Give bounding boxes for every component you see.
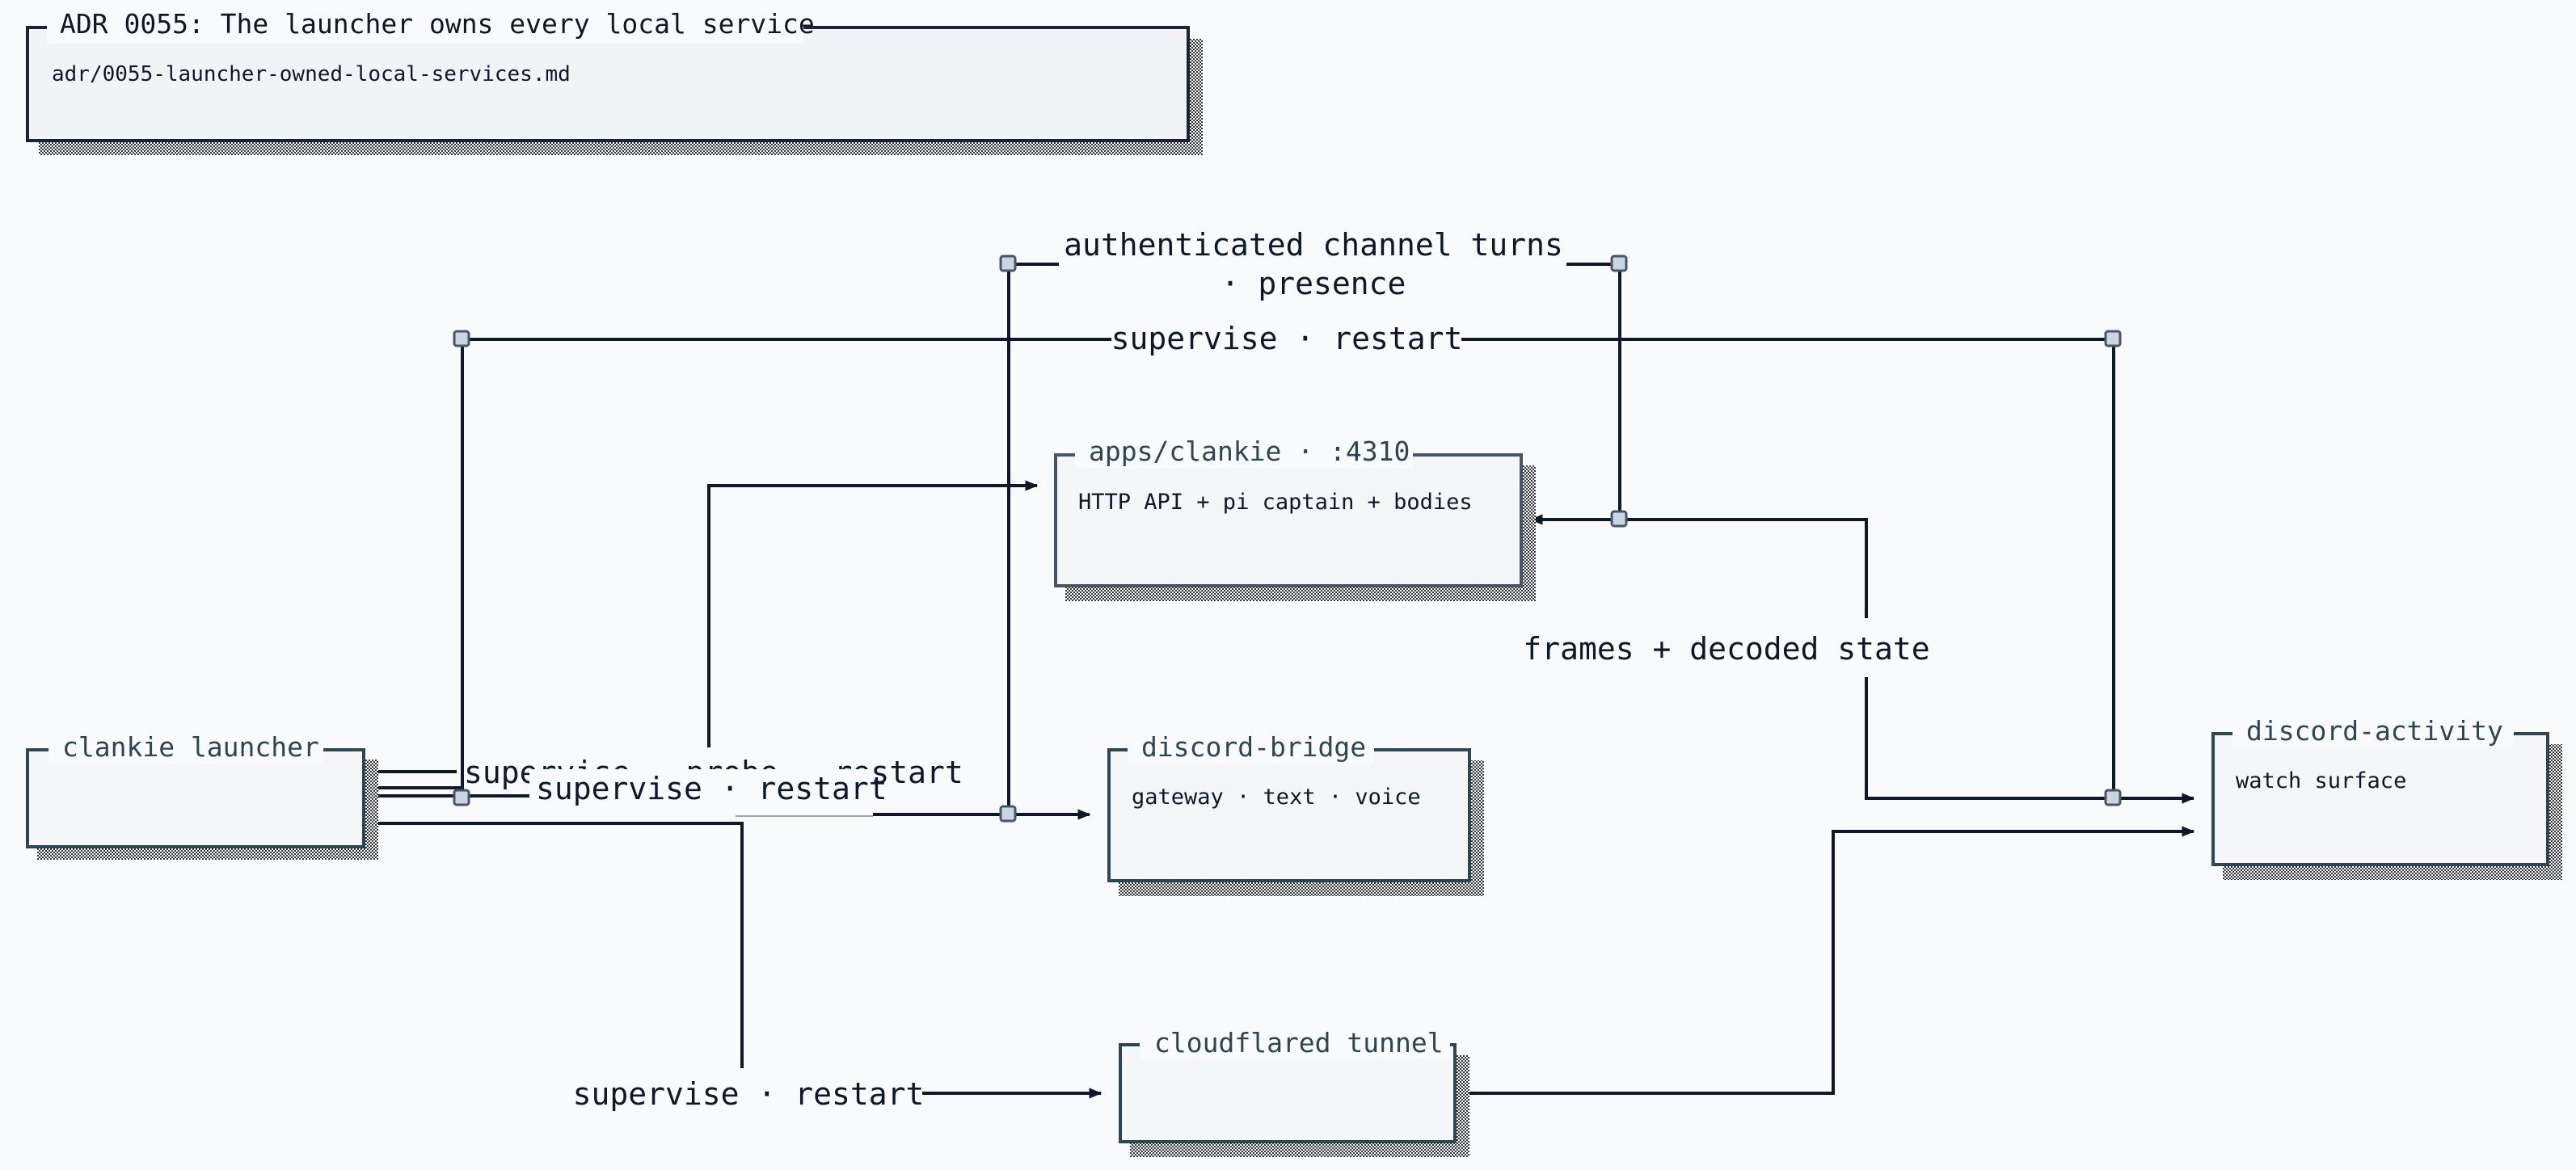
clankie-body: HTTP API + pi captain + bodies [1078,490,1473,515]
bridge-frame [1107,748,1471,882]
handle-clankie-in[interactable] [1610,510,1628,528]
clankie-title-bg [1075,435,1413,469]
adr-title-bg [47,8,803,44]
edge-supervise-top-left [364,338,1111,789]
handle-auth-left[interactable] [999,255,1017,272]
node-discord-bridge[interactable]: discord-bridge gateway · text · voice [1107,730,1484,896]
adr-path: adr/0055-launcher-owned-local-services.m… [52,62,571,86]
adr-header-box: ADR 0055: The launcher owns every local … [26,8,1203,155]
handle-bridge-in[interactable] [999,805,1017,823]
handle-top-left[interactable] [453,330,470,347]
label-supervise-mid: supervise · restart [536,771,887,806]
adr-header-frame [26,26,1190,142]
bridge-title: discord-bridge [1141,731,1366,763]
handle-top-right[interactable] [2104,330,2122,347]
label-mid-bg [529,769,873,803]
label-supervise-top: supervise · restart [1111,321,1463,356]
bridge-title-bg [1128,730,1374,764]
label-auth-line1: authenticated channel turns [1064,227,1563,263]
node-cloudflared-tunnel[interactable]: cloudflared tunnel [1119,1025,1469,1157]
tunnel-frame [1119,1043,1457,1143]
edge-bottom-down [364,822,744,1068]
clankie-frame [1054,453,1523,587]
node-clankie-launcher[interactable]: clankie launcher [26,730,378,860]
tunnel-title-bg [1140,1025,1450,1058]
handle-activity-in[interactable] [2104,789,2122,806]
activity-body: watch surface [2236,768,2406,793]
node-apps-clankie[interactable]: apps/clankie · :4310 HTTP API + pi capta… [1054,435,1536,601]
edge-auth-left [1007,263,1014,814]
label-auth-line2: · presence [1221,266,1406,301]
handle-launcher-out[interactable] [453,789,470,806]
tunnel-title: cloudflared tunnel [1154,1027,1444,1058]
label-frames-state: frames + decoded state [1523,631,1929,667]
edge-tunnel-activity [1455,826,2195,1095]
label-supervise-bottom: supervise · restart [573,1076,925,1112]
activity-frame [2211,732,2549,866]
launcher-title-bg [48,730,323,764]
adr-title: ADR 0055: The launcher owns every local … [60,8,815,40]
launcher-frame [26,748,365,848]
bridge-body: gateway · text · voice [1132,785,1421,810]
edge-supervise-top-right [1461,338,2195,804]
edge-auth-right [1529,263,1621,525]
node-discord-activity[interactable]: discord-activity watch surface [2211,713,2562,880]
handle-auth-right[interactable] [1610,255,1628,272]
launcher-title: clankie launcher [62,731,319,763]
edge-frames-upper [1620,518,1868,618]
clankie-title: apps/clankie · :4310 [1089,436,1410,467]
activity-title-bg [2232,713,2514,747]
edge-frames-lower [1865,677,2114,800]
activity-title: discord-activity [2246,715,2503,747]
edge-probe-right [707,480,1039,747]
